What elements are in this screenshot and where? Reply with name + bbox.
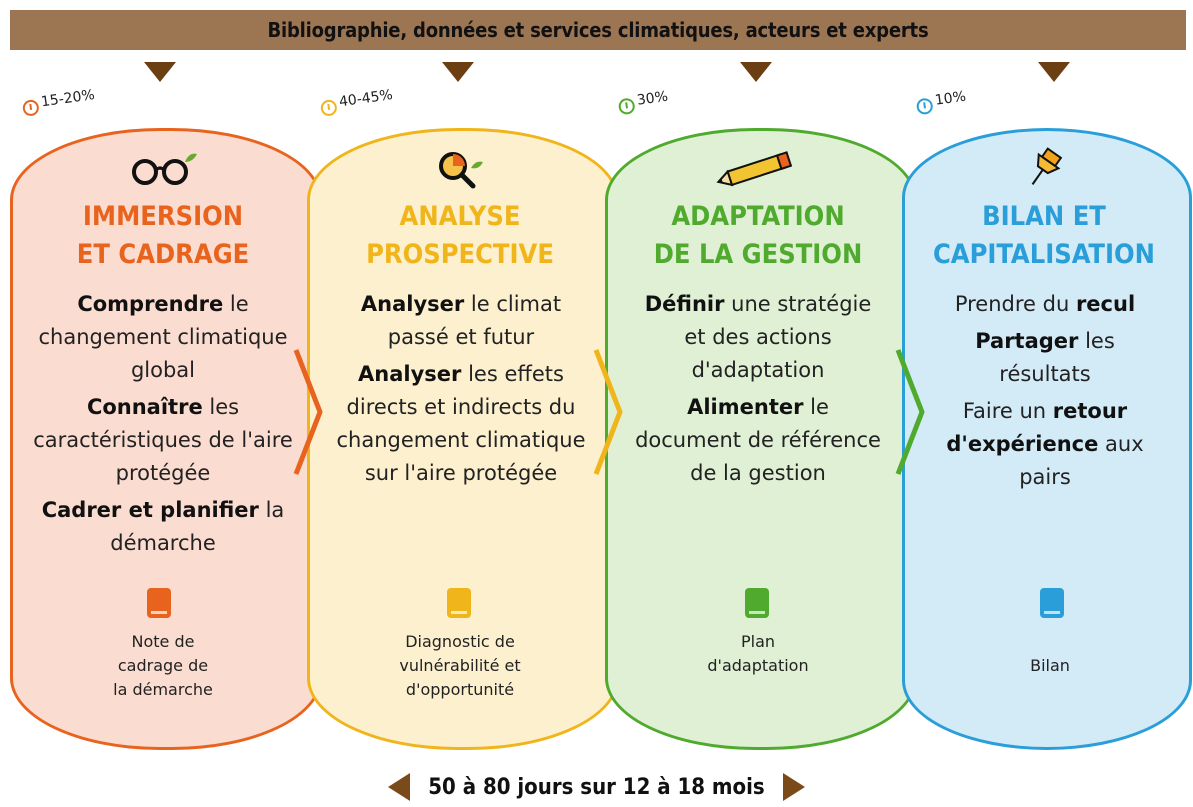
timer-percent: 10% — [933, 88, 967, 109]
arrow-right-icon — [782, 773, 805, 801]
arrow-down-icon — [442, 62, 474, 82]
timer-badge: 10% — [915, 88, 967, 116]
phase-title-line: PROSPECTIVE — [366, 239, 554, 270]
timer-badge: 40-45% — [319, 86, 394, 117]
description-item: Prendre du recul — [954, 292, 1136, 316]
deliverable-label: Note de cadrage de la démarche — [113, 632, 213, 699]
magnifier-icon — [307, 148, 613, 189]
chevron-right-icon — [593, 349, 623, 475]
phase-panel-adaptation — [605, 128, 917, 750]
description-item: Faire un retour d'expérience aux pairs — [946, 399, 1144, 489]
clock-icon — [617, 97, 636, 116]
deliverable-label: Bilan — [1030, 656, 1070, 675]
phase-title-line: DE LA GESTION — [653, 239, 863, 270]
deliverable-label: Plan d'adaptation — [707, 632, 809, 675]
arrow-down-icon — [1038, 62, 1070, 82]
phase-title: BILAN ET CAPITALISATION — [902, 198, 1186, 274]
chevron-right-icon — [293, 349, 323, 475]
description-item: Partager les résultats — [975, 329, 1115, 386]
arrow-down-icon — [144, 62, 176, 82]
arrow-down-icon — [740, 62, 772, 82]
timer-badge: 15-20% — [21, 86, 96, 117]
phase-title-line: ANALYSE — [399, 201, 521, 232]
resources-banner: Bibliographie, données et services clima… — [10, 10, 1186, 50]
document-icon — [447, 588, 471, 618]
description-item: Analyser les effets directs et indirects… — [336, 362, 586, 485]
banner-text: Bibliographie, données et services clima… — [267, 18, 929, 42]
arrow-left-icon — [388, 773, 411, 801]
description-item: Comprendre le changement climatique glob… — [38, 292, 288, 382]
document-icon — [147, 588, 171, 618]
chevron-right-icon — [895, 349, 925, 475]
glasses-icon — [10, 148, 316, 188]
phase-description: Comprendre le changement climatique glob… — [30, 288, 296, 564]
phase-title-line: ET CADRAGE — [76, 239, 250, 270]
clock-icon — [319, 98, 338, 117]
document-icon — [1040, 588, 1064, 618]
duration-text: 50 à 80 jours sur 12 à 18 mois — [428, 774, 765, 800]
description-item: Connaître les caractéristiques de l'aire… — [33, 395, 293, 485]
description-item: Définir une stratégie et des actions d'a… — [644, 292, 872, 382]
phase-title-line: CAPITALISATION — [932, 239, 1155, 270]
pushpin-icon — [902, 147, 1186, 188]
description-item: Alimenter le document de référence de la… — [635, 395, 881, 485]
clock-icon — [915, 97, 934, 116]
timer-percent: 15-20% — [40, 86, 96, 111]
phase-description: Analyser le climat passé et futur Analys… — [330, 288, 592, 494]
phase-title-line: BILAN ET — [982, 201, 1106, 232]
phase-description: Prendre du recul Partager les résultats … — [928, 288, 1162, 498]
deliverable-label: Diagnostic de vulnérabilité et d'opportu… — [399, 632, 521, 699]
phase-panel-bilan — [902, 128, 1192, 750]
timer-percent: 30% — [635, 88, 669, 109]
document-icon — [745, 588, 769, 618]
timer-badge: 30% — [617, 88, 669, 116]
phase-panel-analyse — [307, 128, 619, 750]
phase-title: ANALYSE PROSPECTIVE — [307, 198, 613, 274]
duration-footer: 50 à 80 jours sur 12 à 18 mois — [0, 770, 1193, 804]
timer-percent: 40-45% — [338, 86, 394, 111]
description-item: Cadrer et planifier la démarche — [41, 498, 285, 555]
phase-description: Définir une stratégie et des actions d'a… — [634, 288, 882, 494]
pencil-icon — [605, 148, 911, 188]
phase-title: ADAPTATION DE LA GESTION — [605, 198, 911, 274]
clock-icon — [21, 98, 40, 117]
phase-panel-immersion — [10, 128, 322, 750]
phase-title: IMMERSION ET CADRAGE — [10, 198, 316, 274]
phase-title-line: ADAPTATION — [671, 201, 845, 232]
description-item: Analyser le climat passé et futur — [360, 292, 562, 349]
phase-title-line: IMMERSION — [82, 201, 244, 232]
